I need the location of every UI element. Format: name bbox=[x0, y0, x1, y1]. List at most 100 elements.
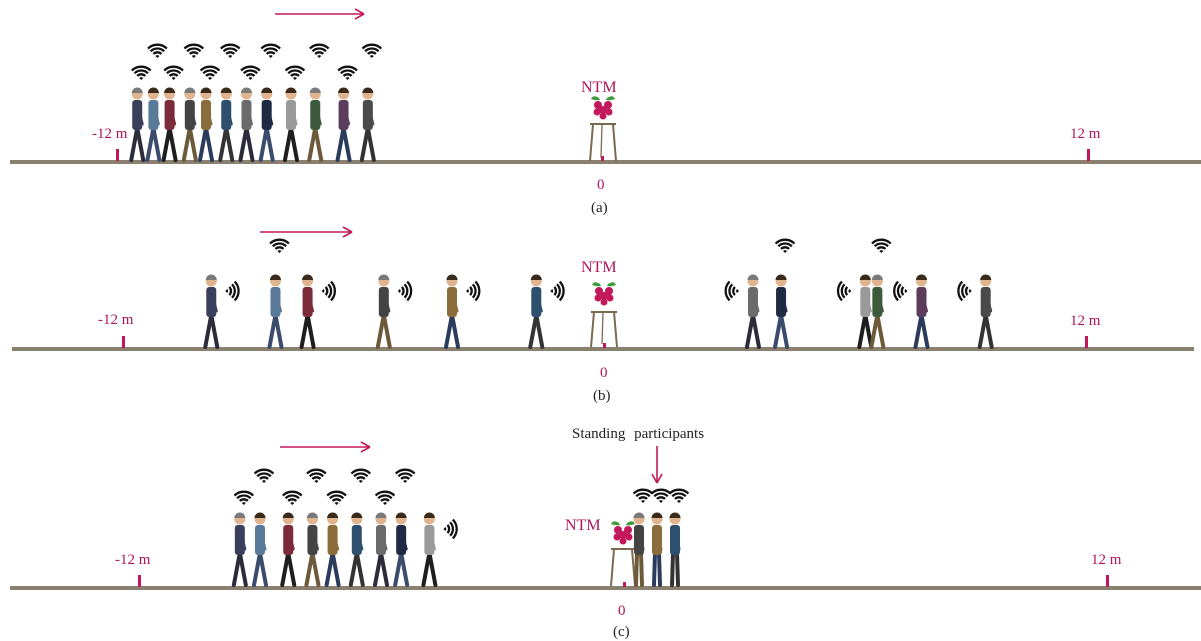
walking-participant bbox=[444, 274, 461, 349]
standing-participant bbox=[651, 512, 663, 587]
wifi-signal-icon bbox=[240, 65, 261, 80]
walking-participant bbox=[373, 512, 389, 587]
walking-participant bbox=[203, 274, 220, 349]
walking-participant bbox=[421, 512, 438, 587]
zero-label: 0 bbox=[600, 365, 608, 381]
wifi-signal-icon bbox=[337, 65, 358, 80]
walking-participant bbox=[869, 274, 886, 349]
walking-participant bbox=[218, 87, 235, 162]
wifi-signal-icon bbox=[131, 65, 152, 80]
standing-group bbox=[632, 488, 690, 587]
panel-caption: (a) bbox=[591, 200, 608, 216]
wifi-signal-icon bbox=[350, 468, 372, 483]
direction-arrowhead bbox=[354, 8, 365, 20]
walking-participant bbox=[280, 512, 297, 587]
wifi-signal-icon bbox=[306, 468, 327, 483]
walking-participant bbox=[359, 87, 376, 162]
walking-participant bbox=[145, 87, 162, 162]
wifi-signal-icon bbox=[321, 280, 336, 302]
ntm-device bbox=[610, 521, 636, 587]
tick-zero bbox=[601, 156, 604, 161]
walking-participant bbox=[238, 87, 255, 162]
walking-participant bbox=[258, 87, 275, 162]
wifi-signal-icon bbox=[199, 65, 221, 80]
wifi-signal-icon bbox=[147, 43, 168, 58]
wifi-signal-icon bbox=[443, 518, 458, 540]
walking-participant bbox=[267, 274, 284, 349]
tick-zero bbox=[603, 343, 606, 348]
panel-caption: (b) bbox=[593, 388, 611, 404]
panel-c: Standing participants -12 m 12 m 0 (c) N… bbox=[10, 426, 1201, 640]
walkers-group bbox=[203, 238, 994, 349]
stool bbox=[589, 123, 617, 162]
ntm-label: NTM bbox=[565, 517, 601, 534]
left-marker-label: -12 m bbox=[115, 552, 151, 568]
wifi-signal-icon bbox=[361, 43, 383, 58]
walking-participant bbox=[304, 512, 321, 587]
walking-participant bbox=[282, 87, 299, 162]
standing-pointer-arrowhead bbox=[651, 473, 663, 484]
wifi-signal-icon bbox=[326, 490, 347, 505]
walking-participant bbox=[857, 274, 874, 349]
ntm-label: NTM bbox=[581, 259, 617, 276]
walking-participant bbox=[773, 274, 790, 349]
walkers-group bbox=[129, 43, 383, 162]
wifi-signal-icon bbox=[668, 488, 690, 503]
wifi-signal-icon bbox=[163, 65, 184, 80]
walking-participant bbox=[161, 87, 178, 162]
walking-participant bbox=[913, 274, 930, 349]
tick-minus-12 bbox=[116, 149, 119, 161]
wifi-signal-icon bbox=[183, 43, 205, 58]
standing-participant bbox=[633, 512, 645, 587]
wifi-signal-icon bbox=[871, 238, 892, 253]
wifi-signal-icon bbox=[309, 43, 330, 58]
wifi-signal-icon bbox=[282, 490, 303, 505]
right-marker-label: 12 m bbox=[1070, 126, 1101, 142]
standing-participant bbox=[669, 512, 681, 587]
wifi-signal-icon bbox=[650, 488, 672, 503]
walking-participant bbox=[393, 512, 410, 587]
wifi-signal-icon bbox=[260, 43, 281, 58]
wifi-signal-icon bbox=[220, 43, 241, 58]
ground-line bbox=[12, 347, 1194, 351]
tick-plus-12 bbox=[1106, 575, 1109, 587]
wifi-signal-icon bbox=[233, 490, 255, 505]
walking-participant bbox=[744, 274, 761, 349]
wifi-signal-icon bbox=[269, 238, 290, 253]
walking-participant bbox=[129, 87, 146, 162]
walking-participant bbox=[299, 274, 316, 349]
walking-participant bbox=[335, 87, 352, 162]
wifi-signal-icon bbox=[724, 280, 739, 302]
zero-label: 0 bbox=[597, 177, 605, 193]
tick-plus-12 bbox=[1085, 336, 1088, 348]
wifi-signal-icon bbox=[632, 488, 654, 503]
right-marker-label: 12 m bbox=[1091, 552, 1122, 568]
tick-minus-12 bbox=[122, 336, 125, 348]
walking-participant bbox=[252, 512, 268, 587]
ntm-device bbox=[590, 282, 618, 348]
direction-arrowhead bbox=[342, 226, 353, 238]
walking-participant bbox=[324, 512, 341, 587]
raspberry-icon bbox=[592, 282, 616, 306]
panel-a: -12 m 12 m 0 (a) NTM bbox=[10, 8, 1201, 216]
wifi-signal-icon bbox=[394, 468, 416, 483]
direction-arrowhead bbox=[360, 441, 371, 453]
ntm-label: NTM bbox=[581, 79, 617, 96]
tick-minus-12 bbox=[138, 575, 141, 587]
left-marker-label: -12 m bbox=[92, 126, 128, 142]
wifi-signal-icon bbox=[374, 490, 396, 505]
wifi-signal-icon bbox=[774, 238, 796, 253]
wifi-signal-icon bbox=[253, 468, 275, 483]
ground-line bbox=[10, 160, 1201, 164]
tick-zero bbox=[623, 582, 626, 587]
panel-b: -12 m 12 m 0 (b) NTM bbox=[12, 226, 1194, 404]
walkers-group bbox=[231, 468, 458, 587]
stool bbox=[590, 311, 618, 348]
right-marker-label: 12 m bbox=[1070, 313, 1101, 329]
raspberry-icon bbox=[591, 96, 615, 120]
wifi-signal-icon bbox=[466, 280, 481, 302]
walking-participant bbox=[307, 87, 324, 162]
ntm-device bbox=[589, 96, 617, 162]
ground-line bbox=[10, 586, 1201, 590]
